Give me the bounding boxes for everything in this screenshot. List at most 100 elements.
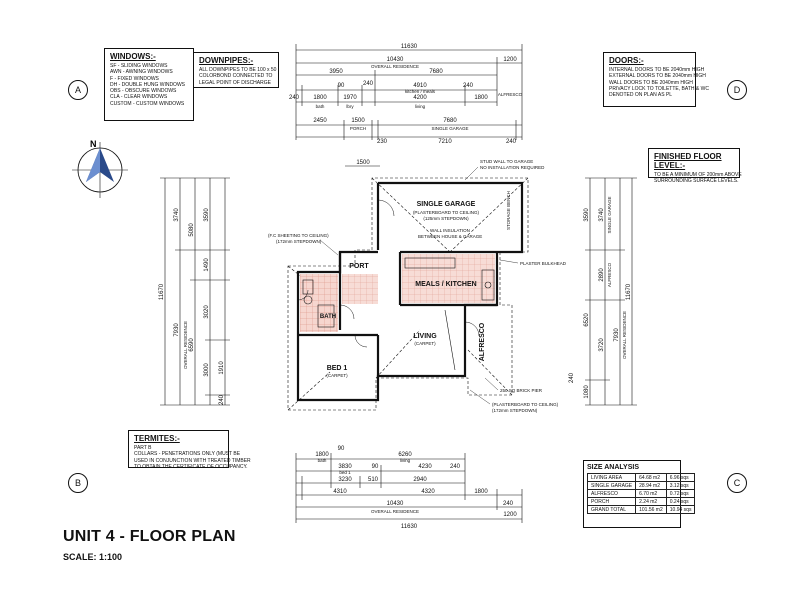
dim-label: 7930 [614,328,620,342]
dim-label: SINGLE GARAGE [431,126,468,131]
dim-label: 3740 [174,208,180,222]
dim-label: 3720 [599,338,605,352]
annotation: BETWEEN HOUSE & GARAGE [418,234,482,239]
dim-label: 5080 [189,223,195,237]
dim-label: kitchen / meals [405,89,436,94]
dim-label: 10430 [387,501,404,507]
dim-label: 11630 [401,524,418,530]
dim-label: 1080 [584,385,590,399]
dim-label: 11630 [401,44,418,50]
top-dimension-labels: 11630 10430 OVERALL RESIDENCE 1200 3950 … [289,44,523,166]
annotation: STUD WALL TO GARAGE [480,159,533,164]
downpipes-note: DOWNPIPES:- ALL DOWNPIPES TO BE 100 x 50… [193,52,279,88]
downpipes-note-line: LEGAL POINT OF DISCHARGE [199,79,271,86]
dim-label: 7680 [429,69,443,75]
doors-note: DOORS:- INTERNAL DOORS TO BE 2040mm HIGH… [603,52,709,107]
downpipes-note-title: DOWNPIPES:- [199,56,254,65]
doors-note-line: INTERNAL DOORS TO BE 2040mm HIGH [609,67,705,73]
dim-label: 240 [363,81,374,87]
annotation: 250 SQ BRICK PIER [500,388,543,393]
dim-label: 90 [338,83,345,89]
dim-label: 6590 [189,338,195,352]
dim-label: lbry [346,104,354,109]
dim-label: ALFRESCO [607,262,612,287]
windows-legend: WINDOWS:- SF - SLIDING WINDOWS AWN - AWN… [104,48,194,121]
dim-label: 240 [503,501,514,507]
size-analysis-title: SIZE ANALYSIS [587,464,639,471]
dim-label: 3830 [338,464,352,470]
fixtures [302,257,495,371]
dim-label: 1500 [351,118,365,124]
dim-label: 1500 [356,160,370,166]
doors-note-line: DENOTED ON PLAN AS PL [609,92,673,99]
dim-label: 90 [372,464,379,470]
dim-label: 240 [463,83,474,89]
dim-label: 240 [219,394,225,405]
dim-label: bath [316,104,325,109]
doors-note-line: EXTERNAL DOORS TO BE 2040mm HIGH [609,73,706,80]
dim-label: 90 [338,446,345,452]
termites-note: TERMITES:- PART B COLLARS - PENETRATIONS… [128,430,251,470]
doors-note-line: WALL DOORS TO BE 2040mm HIGH [609,79,693,86]
dim-label: bath [318,458,327,463]
dim-label: 1800 [313,95,327,101]
termites-note-line: TO OBTAIN THE CERTIFICATE OF OCCUPANCY. [134,463,248,470]
ffl-note-line: TO BE A MINIMUM OF 200mm ABOVE [654,172,742,178]
dim-label: 6260 [398,452,412,458]
table-cell: GRAND TOTAL [586,505,637,514]
room-living: LIVING [413,333,437,340]
dim-label: 11670 [626,283,632,300]
dim-label: 4200 [413,95,427,101]
windows-legend-line: OBS - OBSCURE WINDOWS [110,88,177,95]
dim-label: 3230 [338,477,352,483]
bottom-dimension-labels: 1800 90 6260 bath living 3830 90 4230 24… [315,446,517,530]
termites-note-line: USED IN CONJUNCTION WITH TREATED TIMBER [134,457,251,464]
dim-label: 11670 [159,283,165,300]
annotation: (F.C SHEETING TO CEILING) [268,233,329,238]
living-sub: (CARPET) [414,341,436,346]
dim-label: living [415,104,426,109]
annotation: NO INSTALLATION REQUIRED [480,165,545,170]
windows-legend-line: SF - SLIDING WINDOWS [110,63,168,69]
garage-note: (PLASTERBOARD TO CEILING) [413,210,480,215]
dim-label: 3020 [204,305,210,319]
bath-tiles [300,274,338,332]
annotation: (172mm STEPDOWN) [492,408,538,413]
ffl-note-title: FINISHED FLOOR LEVEL:- [654,152,722,170]
dim-label: 7680 [443,118,457,124]
dim-label: 1200 [503,512,517,518]
dim-label: 3950 [329,69,343,75]
dim-label: 3590 [584,208,590,222]
page-title: UNIT 4 - FLOOR PLAN [63,528,236,545]
dim-label: 240 [506,139,517,145]
bottom-dimensions [295,453,523,523]
grid-marker-a: A [68,80,88,100]
dim-label: PORCH [350,126,366,131]
windows-legend-title: WINDOWS:- [110,52,156,61]
room-port: PORT [349,263,369,270]
annotation: PLASTER BULKHEAD [520,261,567,266]
room-alfresco: ALFRESCO [479,322,486,361]
ffl-note-line: SURROUNDING SURFACE LEVELS. [654,178,739,185]
dim-label: 240 [289,95,300,101]
dim-label: 3000 [204,363,210,377]
windows-legend-line: AWN - AWNING WINDOWS [110,69,173,76]
grid-marker-b: B [68,473,88,493]
dim-label: OVERALL RESIDENCE [371,64,419,69]
dim-label: ALFRESCO [498,92,523,97]
left-dimensions [160,177,230,406]
dim-label: bed 1 [339,470,351,475]
garage-sub: (125mm STEPDOWN) [423,216,469,221]
annotation: WALL INSULATION [430,228,470,233]
leader-lines [319,166,519,405]
dim-label: OVERALL RESIDENCE [371,509,419,514]
annotations: STUD WALL TO GARAGE NO INSTALLATION REQU… [268,159,567,413]
room-bed1: BED 1 [327,365,348,372]
dim-label: 2450 [313,118,327,124]
kitchen-tiles [402,254,495,303]
dim-label: 230 [377,139,388,145]
left-dimension-labels: 11670 3740 5080 3590 7930 6590 1490 3020… [159,208,225,405]
dim-label: 2890 [599,268,605,282]
termites-note-title: TERMITES:- [134,434,180,443]
